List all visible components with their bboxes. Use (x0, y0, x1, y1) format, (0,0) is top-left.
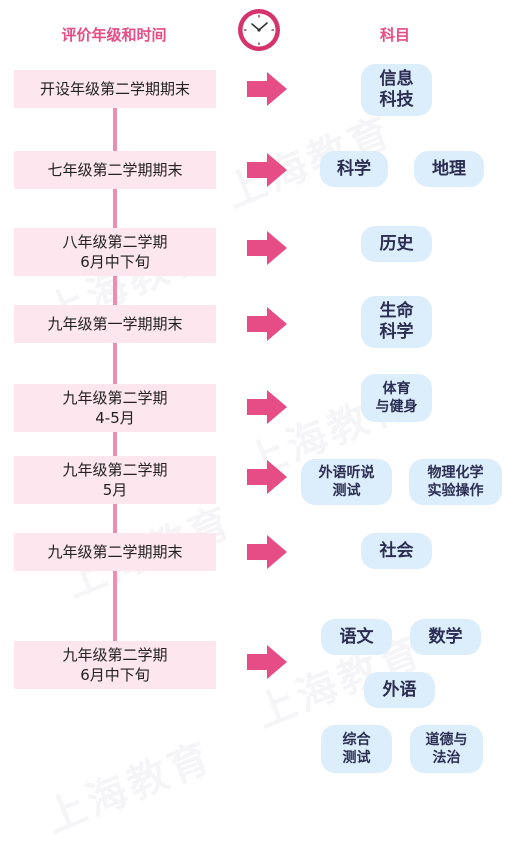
subject-bubble: 数学 (410, 619, 481, 655)
subject-bubble: 综合 测试 (321, 725, 392, 773)
time-box: 九年级第一学期期末 (14, 305, 216, 343)
time-box: 九年级第二学期 6月中下旬 (14, 641, 216, 689)
subject-bubble: 外语听说 测试 (301, 459, 392, 505)
arrow-right-icon (247, 307, 287, 341)
time-box: 九年级第二学期 5月 (14, 456, 216, 504)
time-box: 九年级第二学期 4-5月 (14, 384, 216, 432)
arrow-right-icon (247, 153, 287, 187)
clock-icon (237, 8, 281, 52)
watermark: 上海教育 (39, 733, 220, 842)
time-box: 开设年级第二学期期末 (14, 70, 216, 108)
subject-bubble: 语文 (321, 619, 392, 655)
arrow-right-icon (247, 535, 287, 569)
subject-bubble: 历史 (361, 226, 432, 262)
arrow-right-icon (247, 72, 287, 106)
arrow-right-icon (247, 231, 287, 265)
arrow-right-icon (247, 390, 287, 424)
time-box: 七年级第二学期期末 (14, 151, 216, 189)
subject-bubble: 社会 (361, 533, 432, 569)
arrow-right-icon (247, 645, 287, 679)
time-box: 八年级第二学期 6月中下旬 (14, 228, 216, 276)
subject-bubble: 体育 与健身 (361, 374, 432, 422)
subject-bubble: 信息 科技 (361, 64, 432, 116)
subject-bubble: 生命 科学 (361, 296, 432, 348)
subject-bubble: 物理化学 实验操作 (409, 459, 502, 505)
subject-bubble: 地理 (414, 151, 484, 187)
arrow-right-icon (247, 460, 287, 494)
subject-bubble: 科学 (320, 151, 388, 187)
time-box: 九年级第二学期期末 (14, 533, 216, 571)
time-column-title: 评价年级和时间 (61, 26, 167, 44)
subject-column-title: 科目 (379, 26, 410, 44)
subject-bubble: 道德与 法治 (410, 725, 483, 773)
subject-bubble: 外语 (364, 672, 435, 708)
